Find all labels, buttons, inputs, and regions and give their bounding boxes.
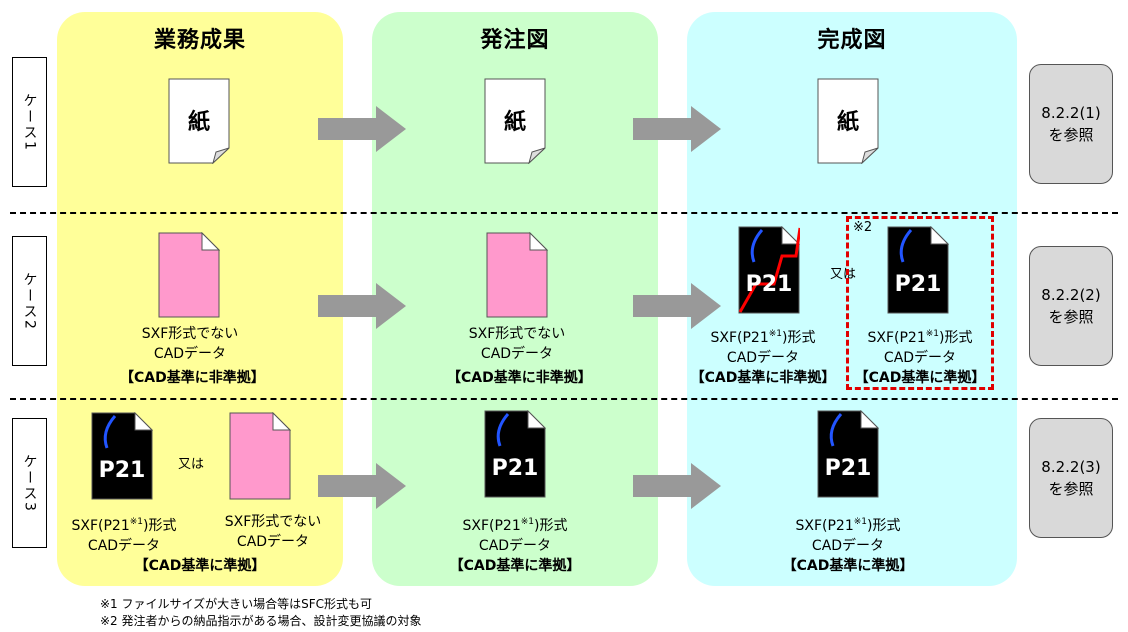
arrow-right-icon — [318, 283, 406, 329]
caption-sxf-compliant: SXF(P21※1)形式 CADデータ 【CAD基準に準拠】 — [449, 517, 581, 574]
p21-label: P21 — [824, 456, 872, 481]
arrow-right-icon — [633, 283, 721, 329]
note-mark-2: ※2 — [853, 220, 873, 235]
p21-label: P21 — [894, 272, 942, 297]
case-label-1: ケース1 — [12, 57, 47, 187]
p21-document-icon — [91, 412, 153, 500]
reference-box-1: 8.2.2(1) を参照 — [1029, 64, 1113, 184]
case-label-3: ケース3 — [12, 418, 47, 548]
p21-document-icon — [484, 410, 546, 498]
caption-sxf: SXF(P21※1)形式 CADデータ — [71, 517, 177, 554]
case-separator-1 — [10, 212, 1118, 214]
paper-document-icon — [817, 78, 879, 164]
paper-document-icon — [168, 78, 230, 164]
reference-box-2: 8.2.2(2) を参照 — [1029, 246, 1113, 366]
column-title-business-result: 業務成果 — [153, 28, 246, 53]
p21-document-icon — [738, 226, 800, 314]
paper-label: 紙 — [187, 110, 210, 135]
or-label: 又は — [830, 267, 857, 282]
arrow-right-icon — [318, 106, 406, 152]
footnote-1: ※1 ファイルサイズが大きい場合等はSFC形式も可 — [100, 597, 373, 611]
reference-box-3: 8.2.2(3) を参照 — [1029, 418, 1113, 538]
arrow-right-icon — [318, 463, 406, 509]
caption-sxf-compliant: SXF(P21※1)形式 CADデータ 【CAD基準に準拠】 — [854, 329, 986, 386]
p21-label: P21 — [745, 272, 793, 297]
arrow-right-icon — [633, 463, 721, 509]
p21-label: P21 — [491, 456, 539, 481]
arrow-right-icon — [633, 106, 721, 152]
paper-label: 紙 — [836, 110, 859, 135]
caption-non-sxf: SXF形式でない CADデータ 【CAD基準に非準拠】 — [447, 326, 592, 386]
p21-label: P21 — [98, 458, 146, 483]
caption-non-sxf: SXF形式でない CADデータ — [224, 514, 322, 550]
non-sxf-document-icon — [158, 232, 220, 318]
p21-document-icon — [817, 410, 879, 498]
paper-label: 紙 — [503, 110, 526, 135]
case-label-2: ケース2 — [12, 236, 47, 366]
caption-sxf-non-compliant: SXF(P21※1)形式 CADデータ 【CAD基準に非準拠】 — [690, 329, 836, 386]
case-separator-2 — [10, 398, 1118, 400]
caption-sxf-compliant: SXF(P21※1)形式 CADデータ 【CAD基準に準拠】 — [782, 517, 914, 574]
p21-document-icon — [887, 226, 949, 314]
optional-highlight-frame — [846, 216, 994, 390]
footnote-2: ※2 発注者からの納品指示がある場合、設計変更協議の対象 — [100, 614, 422, 628]
paper-document-icon — [484, 78, 546, 164]
caption-compliant: 【CAD基準に準拠】 — [134, 558, 266, 574]
non-sxf-document-icon — [486, 232, 548, 318]
caption-non-sxf: SXF形式でない CADデータ 【CAD基準に非準拠】 — [120, 326, 265, 386]
column-title-completion-drawing: 完成図 — [817, 28, 887, 53]
column-title-order-drawing: 発注図 — [480, 28, 550, 53]
non-sxf-document-icon — [229, 412, 291, 500]
or-label: 又は — [178, 457, 205, 472]
